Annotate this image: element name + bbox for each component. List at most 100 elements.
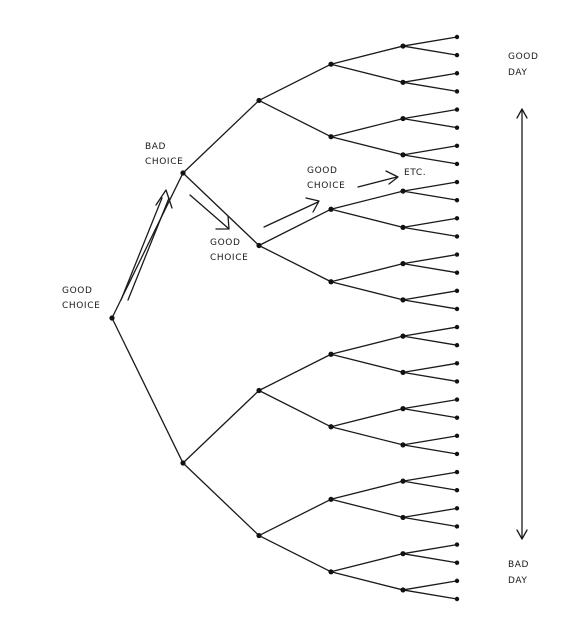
tree-branch [402,543,458,555]
tree-decision-node [328,569,334,575]
tree-branch [402,108,458,120]
tree-leaf-node [454,234,460,239]
good-day-bad-day-scale-arrow [516,108,528,540]
tree-branch [111,317,184,464]
tree-leaf-node [454,270,460,275]
tree-decision-node [256,97,262,104]
tree-leaf-node [454,125,460,130]
tree-branch [402,154,458,165]
tree-decision-node [328,61,334,67]
tree-leaf-node [454,252,460,257]
tree-branch [258,534,332,573]
tree-decision-node [400,224,406,230]
tree-branch [258,208,332,247]
tree-leaf-node [454,506,460,511]
tree-branch [182,389,260,464]
label-bad-choice: BAD CHOICE [145,142,183,167]
tree-leaf-node [454,161,460,167]
label-etc: ETC. [404,168,426,178]
tree-branch [330,262,404,283]
tree-leaf-node [454,488,460,493]
tree-leaf-node [454,451,460,457]
tree-decision-node [328,134,334,140]
tree-leaf-node [454,179,460,185]
tree-branch [330,208,404,229]
tree-leaf-node [454,107,460,112]
tree-branch [330,63,404,83]
tree-branch [402,181,458,192]
tree-branch [330,45,404,65]
tree-decision-node [400,79,406,85]
label-bad-day: BAD DAY [508,560,533,586]
tree-branch [402,362,458,374]
tree-branch [402,326,458,337]
tree-decision-node [400,115,406,122]
tree-decision-node [180,170,186,176]
tree-decision-node [400,442,406,448]
tree-decision-node [400,152,406,158]
tree-leaf-node [454,542,460,547]
tree-branch [402,226,458,238]
path-arrow-good-to-bad [120,189,173,301]
tree-branch [330,190,404,210]
tree-branch [402,444,458,455]
tree-leaf-node [454,143,460,148]
tree-branch [402,407,458,419]
tree-leaf-node [454,89,460,94]
tree-branch [402,516,458,528]
tree-branch [402,217,458,229]
tree-branch [402,471,458,482]
tree-decision-node [256,387,262,394]
tree-branch [402,589,458,600]
tree-branch [402,371,458,383]
tree-branch [402,290,458,301]
tree-decision-node [180,460,186,466]
tree-branch [402,580,458,591]
tree-leaf-node [454,415,460,420]
tree-decision-node [400,43,406,49]
tree-decision-node [400,369,406,375]
tree-decision-node [400,188,406,194]
tree-decision-node [328,424,334,430]
tree-branch [258,353,332,392]
tree-branch [258,63,332,102]
tree-decision-node [328,206,334,212]
tree-decision-node [400,297,406,303]
tree-branch [402,45,458,56]
tree-leaf-node [454,397,460,402]
tree-leaf-node [454,361,460,366]
tree-nodes [109,34,460,602]
tree-branch [402,190,458,201]
tree-decision-node [400,587,406,593]
path-arrow-to-etc [357,170,399,188]
tree-leaf-node [454,306,460,312]
tree-decision-node [256,242,262,249]
tree-leaf-node [454,560,460,565]
tree-decision-node [109,315,115,321]
tree-branch [330,407,404,428]
tree-decision-node [400,406,406,412]
tree-branch [182,99,260,174]
label-good-choice-top: GOOD CHOICE [307,166,345,191]
tree-leaf-node [454,433,460,439]
tree-leaf-node [454,216,460,221]
label-good-day: GOOD DAY [508,52,542,78]
tree-branch [402,553,458,564]
tree-decision-node [400,333,406,339]
tree-leaf-node [454,469,460,475]
tree-branch [402,262,458,274]
tree-branch [182,172,260,247]
tree-leaf-node [454,288,460,294]
tree-branch [258,99,332,138]
tree-decision-node [328,496,334,502]
label-good-choice-mid: GOOD CHOICE [210,238,248,263]
tree-branch [402,36,458,47]
tree-decision-node [256,532,262,539]
tree-branch [258,498,332,537]
tree-decision-node [328,279,334,285]
tree-leaf-node [454,524,460,529]
tree-branch [402,398,458,410]
tree-branch [330,136,404,156]
tree-branch [402,145,458,156]
